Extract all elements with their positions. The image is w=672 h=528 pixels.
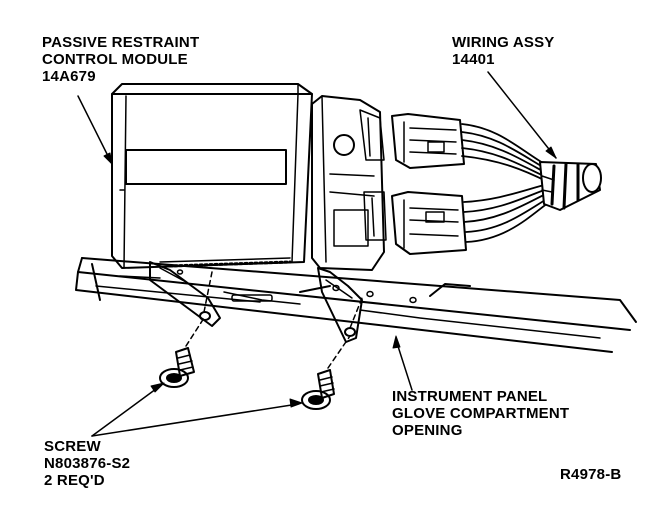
panel-callout: INSTRUMENT PANEL GLOVE COMPARTMENT OPENI… (392, 388, 569, 439)
panel-label-line3: OPENING (392, 422, 463, 439)
module-connector-housing (311, 95, 387, 271)
wiring-label: WIRING ASSY (452, 34, 555, 51)
left-mounting-bracket (149, 261, 221, 327)
wiring-part-number: 14401 (452, 51, 495, 68)
module-label-line2: CONTROL MODULE (42, 51, 188, 68)
screw-part-number: N803876-S2 (44, 455, 131, 472)
panel-label-line2: GLOVE COMPARTMENT (392, 405, 570, 422)
screw-callout: SCREW N803876-S2 2 REQ'D (44, 438, 130, 489)
screw-alignment-lines (185, 271, 363, 369)
panel-leader (392, 335, 413, 391)
figure-id: R4978-B (560, 466, 622, 483)
wiring-harness (539, 161, 602, 211)
screw-label: SCREW (44, 438, 101, 455)
module-part-number: 14A679 (42, 68, 96, 85)
module-label-line1: PASSIVE RESTRAINT (42, 34, 200, 51)
lower-plug (391, 191, 467, 255)
upper-screw (159, 347, 195, 388)
instrument-panel-rail (75, 257, 637, 353)
panel-label-line1: INSTRUMENT PANEL (392, 388, 548, 405)
upper-plug (391, 113, 465, 169)
wiring-callout: WIRING ASSY 14401 (452, 34, 554, 68)
wiring-leader (487, 71, 557, 159)
lower-screw (301, 369, 335, 410)
module-callout: PASSIVE RESTRAINT CONTROL MODULE 14A679 (42, 34, 199, 85)
screw-quantity: 2 REQ'D (44, 472, 105, 489)
control-module-body (111, 83, 313, 269)
wire-bundle (461, 123, 553, 243)
module-leader (77, 95, 113, 165)
screw-leaders (91, 382, 303, 437)
